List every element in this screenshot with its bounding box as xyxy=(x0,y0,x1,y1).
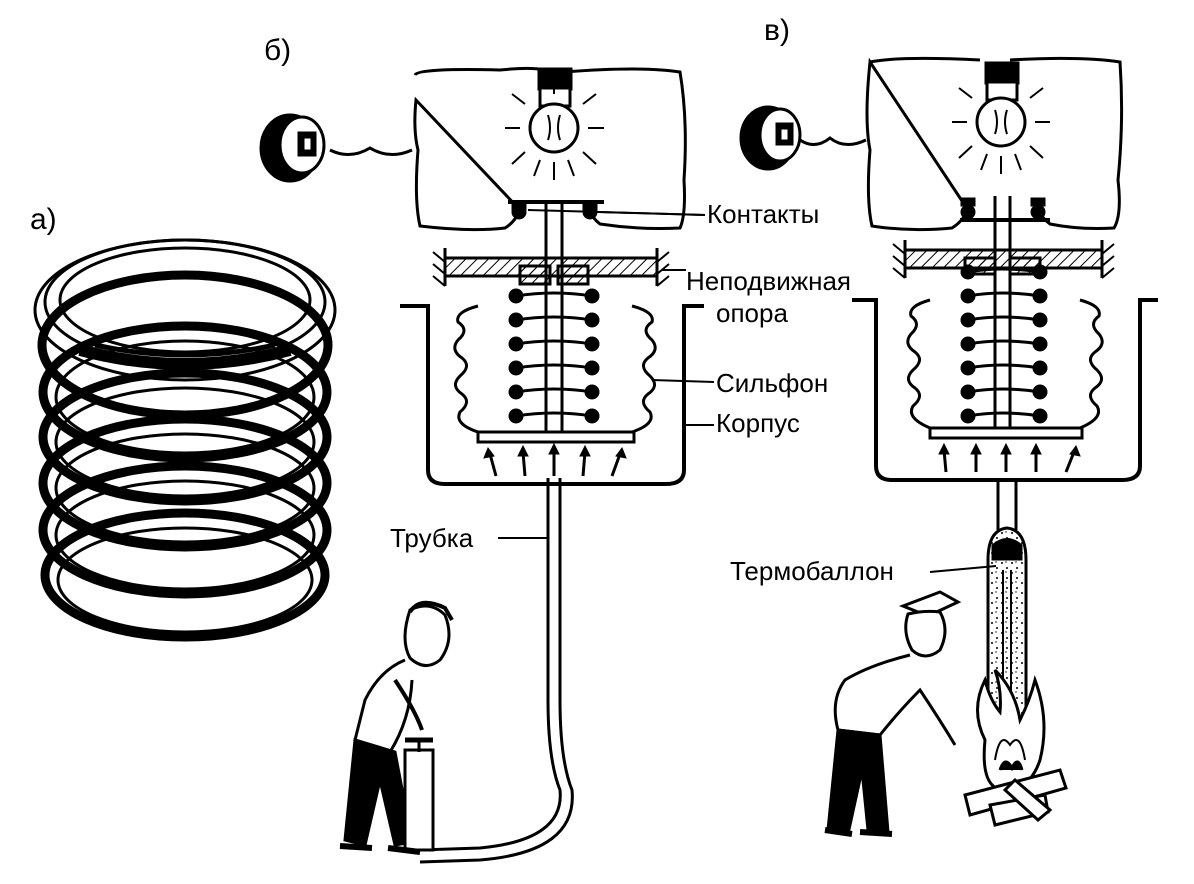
person-figure xyxy=(339,600,454,855)
socket-icon xyxy=(259,113,326,183)
panel-label-b: б) xyxy=(264,34,292,67)
socket-icon xyxy=(739,105,802,171)
label-fixed-support-line1: Неподвижная xyxy=(686,266,852,296)
housing xyxy=(852,298,1158,482)
bellows-wall xyxy=(906,298,931,430)
person-figure xyxy=(824,590,962,837)
label-housing: Корпус xyxy=(716,408,800,438)
leader-lines xyxy=(498,209,997,573)
light-bulb-icon xyxy=(505,67,604,180)
panel-label-v: в) xyxy=(764,14,790,47)
tube xyxy=(419,478,562,852)
housing xyxy=(400,304,704,486)
bellows-ring-stack xyxy=(33,238,337,642)
panel-b-drawing xyxy=(259,66,704,864)
bellows-wall xyxy=(453,304,479,434)
panel-label-a: а) xyxy=(30,203,57,236)
contacts xyxy=(960,197,1046,220)
light-bulb-icon xyxy=(952,61,1050,174)
fire-icon xyxy=(963,668,1068,827)
label-bellows: Сильфон xyxy=(716,368,829,398)
panel-v-drawing xyxy=(739,56,1158,837)
label-thermobulb: Термобаллон xyxy=(730,556,894,586)
spring-coil xyxy=(967,267,1041,418)
label-fixed-support-line2: опора xyxy=(716,298,788,328)
hand-pump-icon xyxy=(403,748,435,852)
label-tube: Трубка xyxy=(390,523,474,553)
label-contacts: Контакты xyxy=(707,199,820,229)
spring-coil xyxy=(515,291,593,418)
